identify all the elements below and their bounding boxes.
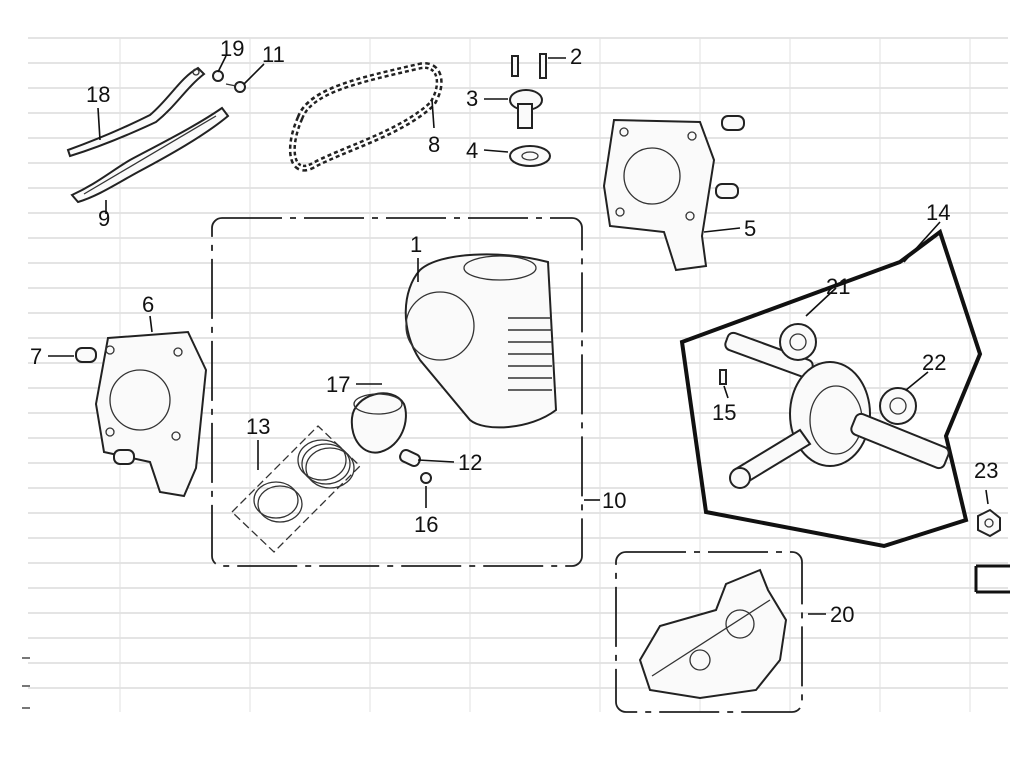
callout-10: 10 [602,488,626,513]
piston-rings-part-13 [231,425,361,553]
chain-guide [70,106,230,204]
callout-1: 1 [410,232,422,257]
callout-15: 15 [712,400,736,425]
piston-part-17 [350,392,407,454]
piston-pin-part-12 [399,448,421,468]
callout-23: 23 [974,458,998,483]
key-part-15 [719,369,727,385]
crankcase-kit-frame [615,551,803,713]
callout-5: 5 [744,216,756,241]
dowel-pin-part-7 [75,347,135,465]
callout-13: 13 [246,414,270,439]
cylinder-kit-frame [211,217,583,567]
tensioner-gasket [509,145,551,167]
callout-6: 6 [142,292,154,317]
head-gasket-part-5 [602,118,716,272]
tensioner-body [509,89,543,129]
callout-16: 16 [414,512,438,537]
edge-fragment [974,564,1010,594]
base-gasket-part-6 [94,330,208,498]
callout-8: 8 [428,132,440,157]
callout-4: 4 [466,138,478,163]
bolts-part-2 [511,53,547,79]
callout-11: 11 [262,42,285,67]
pin-clip-part-16 [420,472,432,484]
leader-lines [48,55,989,615]
nut-part-23 [977,508,1001,538]
callout-19: 19 [220,36,244,61]
crankcase-part-20 [638,568,788,700]
callout-14: 14 [926,200,950,225]
cylinder-part-1 [404,253,558,429]
bolt-part-11 [225,81,246,93]
chain-tensioner-guide [66,66,206,158]
callout-9: 9 [98,206,110,231]
callout-22: 22 [922,350,946,375]
callout-18: 18 [86,82,110,107]
callout-20: 20 [830,602,854,627]
callout-2: 2 [570,44,582,69]
callout-labels: 18 9 19 11 8 2 3 4 5 6 7 1 17 13 12 16 1… [30,36,998,627]
crankshaft-assembly [724,331,950,489]
bearing-part-21 [779,323,817,361]
callout-17: 17 [326,372,350,397]
bearing-part-22 [879,387,917,425]
callout-12: 12 [458,450,482,475]
cam-chain [288,62,443,172]
bolt-part-19 [212,70,224,82]
dowel-pins-part-5 [715,115,745,199]
callout-21: 21 [826,274,850,299]
callout-7: 7 [30,344,42,369]
callout-3: 3 [466,86,478,111]
